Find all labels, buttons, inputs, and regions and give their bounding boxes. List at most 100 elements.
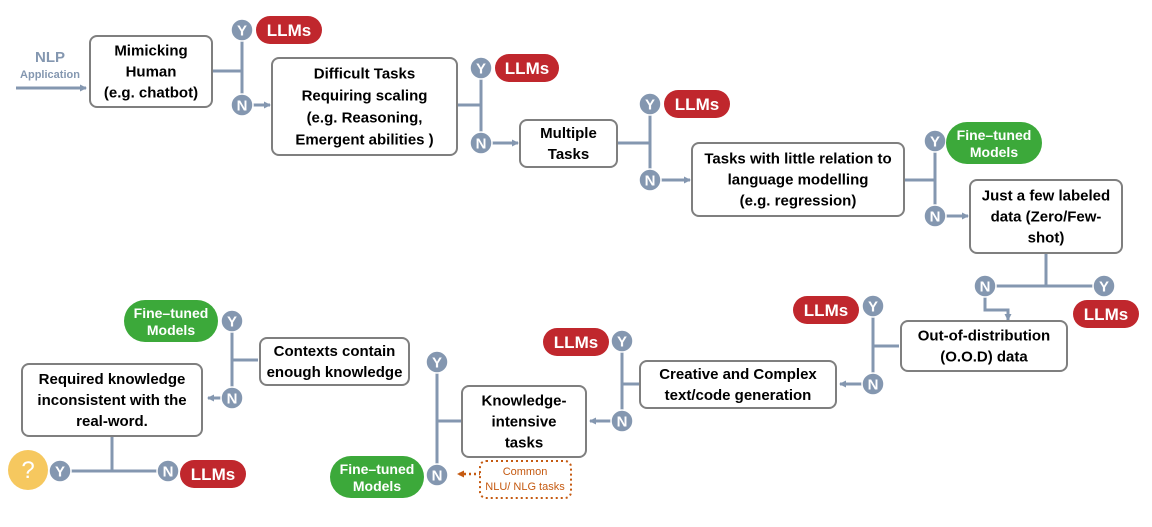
llms-pill-label: LLMs (505, 59, 549, 78)
no-node-1: N (230, 93, 254, 117)
node-circle (220, 386, 244, 410)
llms-pill-5: LLMs (793, 296, 859, 324)
llms-pill-label: LLMs (554, 333, 598, 352)
llms-pill-2: LLMs (495, 54, 559, 82)
node-label: Y (617, 334, 627, 351)
node-label: Y (432, 355, 442, 372)
node-label: Y (1099, 279, 1109, 296)
no-node-3: N (638, 168, 662, 192)
no-node-7: N (610, 409, 634, 433)
llms-pill-shape (543, 328, 609, 356)
node-label: N (645, 173, 656, 190)
node-label: Y (55, 464, 65, 481)
node-label: N (237, 98, 248, 115)
llms-pill-label: LLMs (191, 465, 235, 484)
box-frame (969, 179, 1123, 254)
box-ood: Out-of-distribution(O.O.D) data (900, 320, 1068, 372)
yes-node-3: Y (638, 92, 662, 116)
yes-node-6: Y (861, 294, 885, 318)
llms-pill-shape (1073, 300, 1139, 328)
yes-node-5: Y (1092, 274, 1116, 298)
no-node-4: N (923, 204, 947, 228)
llms-pill-3: LLMs (664, 90, 730, 118)
llms-pill-label: LLMs (267, 21, 311, 40)
node-label: Y (227, 314, 237, 331)
common-tasks-frame (479, 460, 572, 499)
node-label: N (163, 464, 174, 481)
start-label-top: NLP (35, 49, 65, 66)
node-circle (638, 92, 662, 116)
question-mark: ? (21, 457, 34, 484)
node-label: Y (476, 61, 486, 78)
node-label: N (476, 136, 487, 153)
node-circle (923, 129, 947, 153)
node-label: N (868, 377, 879, 394)
yes-node-9: Y (220, 309, 244, 333)
llms-pill-4: LLMs (1073, 300, 1139, 328)
node-circle (469, 131, 493, 155)
no-node-9: N (220, 386, 244, 410)
node-circle (230, 18, 254, 42)
node-circle (1092, 274, 1116, 298)
fine-tuned-pill-shape (946, 122, 1042, 164)
node-circle (923, 204, 947, 228)
llms-pill-shape (664, 90, 730, 118)
node-circle (469, 56, 493, 80)
llms-pill-shape (495, 54, 559, 82)
node-label: Y (237, 23, 247, 40)
yes-node-2: Y (469, 56, 493, 80)
connector-to-ood (983, 286, 1012, 321)
node-circle (220, 309, 244, 333)
fine-tuned-pill-shape (330, 456, 424, 498)
node-label: N (980, 279, 991, 296)
node-label: N (930, 209, 941, 226)
node-label: Y (645, 97, 655, 114)
llms-pill-shape (180, 460, 246, 488)
llms-pill-label: LLMs (675, 95, 719, 114)
node-circle (610, 329, 634, 353)
box-frame (259, 337, 410, 386)
node-label: N (617, 414, 628, 431)
no-node-10: N (156, 459, 180, 483)
box-frame (89, 35, 213, 108)
llms-pill-label: LLMs (1084, 305, 1128, 324)
box-frame (461, 385, 587, 458)
question-icon: ? (8, 450, 48, 490)
question-circle (8, 450, 48, 490)
yes-node-4: Y (923, 129, 947, 153)
node-label: Y (930, 134, 940, 151)
box-frame (639, 360, 837, 409)
node-circle (973, 274, 997, 298)
node-circle (230, 93, 254, 117)
yes-node-10: Y (48, 459, 72, 483)
